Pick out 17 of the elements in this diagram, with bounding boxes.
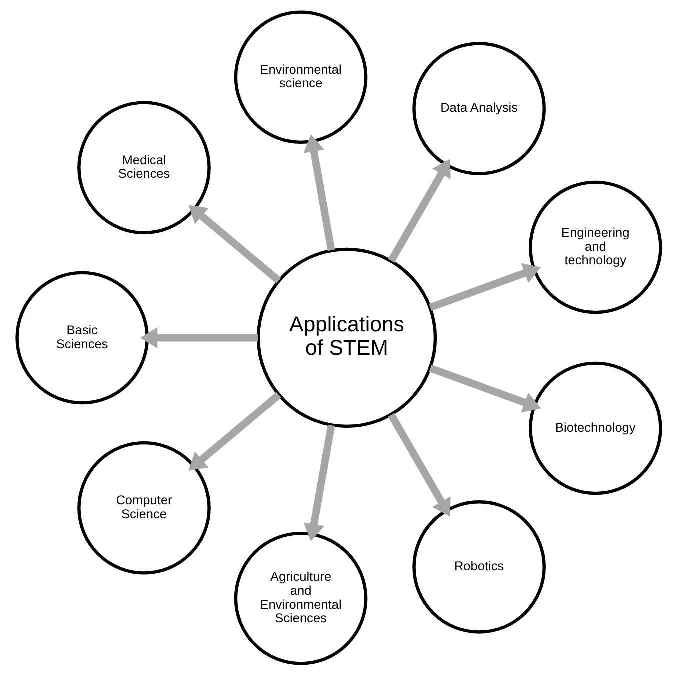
- arrow: [428, 263, 541, 312]
- arrow: [388, 413, 450, 517]
- arrow: [428, 364, 541, 413]
- arrow: [303, 424, 335, 542]
- node-circle: Data Analysis: [412, 42, 546, 176]
- arrow: [303, 134, 335, 252]
- arrow: [188, 392, 281, 471]
- arrow: [140, 327, 258, 349]
- node-circle: Engineering and technology: [528, 180, 662, 314]
- node-circle: Environmental science: [234, 10, 368, 144]
- node-circle: Basic Sciences: [15, 271, 148, 405]
- node-circle: Biotechnology: [528, 362, 662, 496]
- arrow: [388, 159, 450, 263]
- node-circle: Robotics: [412, 500, 546, 634]
- node-circle: Applications of STEM: [256, 248, 437, 428]
- node-circle: Agriculture and Environmental Sciences: [234, 532, 368, 666]
- arrow: [188, 205, 281, 284]
